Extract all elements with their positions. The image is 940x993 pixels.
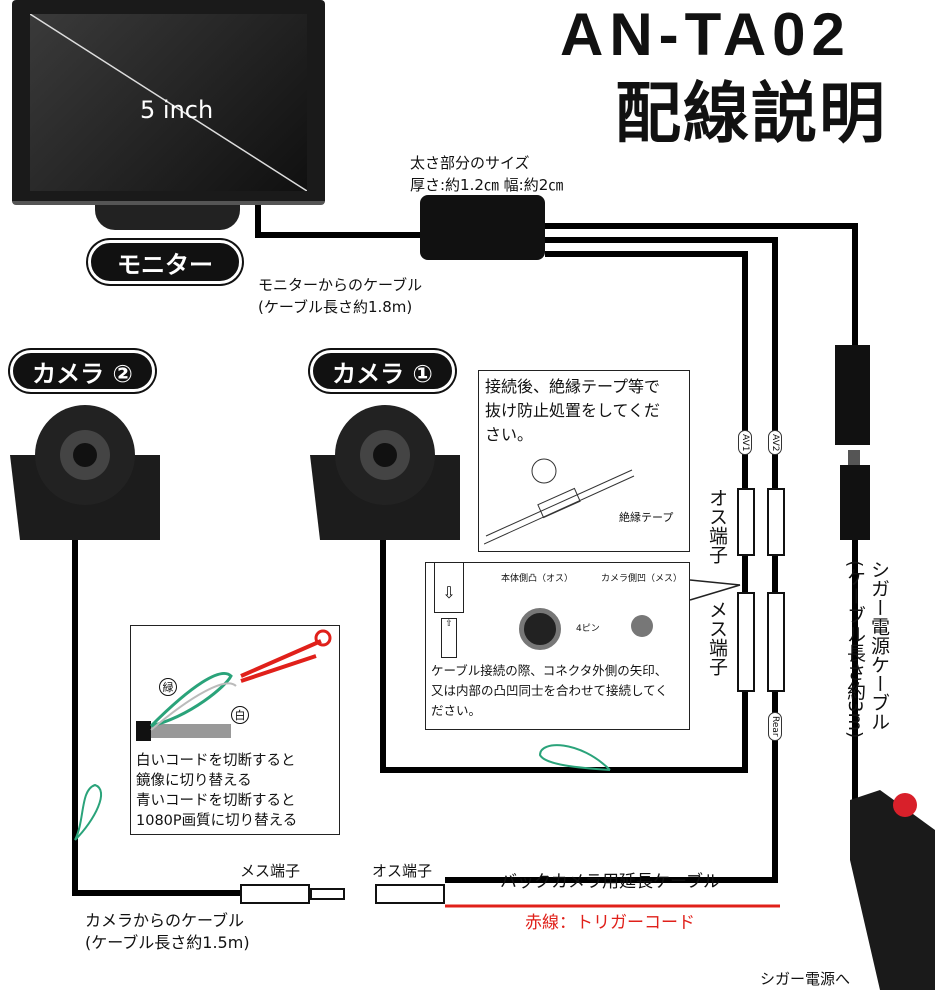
connector-note-line: ださい。 xyxy=(431,703,482,718)
rear-tag: Rear xyxy=(768,712,782,741)
pin-count: 4ピン xyxy=(576,624,600,634)
green-wire-label: 緑 xyxy=(159,678,177,696)
cut-note-line: 白いコードを切断すると xyxy=(136,753,296,769)
cigar-plug xyxy=(850,790,935,990)
male-terminal-label: オス端子 xyxy=(706,488,728,564)
green-loop-camera1 xyxy=(538,744,611,771)
junction-box xyxy=(420,195,545,260)
tape-label: 絶縁テープ xyxy=(619,511,674,524)
cut-note-line: 青いコードを切断すると xyxy=(136,793,296,809)
camera2-cable xyxy=(72,540,240,896)
callout-line xyxy=(689,579,741,586)
cigar-plug-button xyxy=(893,793,917,817)
av2-female-connector xyxy=(767,592,785,692)
male-side-label: 本体側凸（オス） xyxy=(501,574,574,584)
av2-tag: AV2 xyxy=(768,430,782,456)
connector-note-line: ケーブル接続の際、コネクタ外側の矢印、 xyxy=(431,663,668,678)
tape-note-line: さい。 xyxy=(485,425,534,444)
monitor-badge: モニター xyxy=(88,240,242,284)
camera1-badge: カメラ ① xyxy=(310,350,455,392)
male-connector-icon xyxy=(519,608,561,650)
junction-size: 厚さ:約1.2㎝ 幅:約2㎝ xyxy=(410,176,564,194)
extension-cable-label: バックカメラ用延長ケーブル xyxy=(500,872,720,892)
av1-wire xyxy=(380,251,748,773)
monitor-cable-label: モニターからのケーブル xyxy=(258,276,423,294)
bottom-male-connector xyxy=(375,884,445,904)
tape-note-line: 抜け防止処置をしてくだ xyxy=(485,401,661,420)
diagram-title: 配線説明 xyxy=(615,75,887,152)
camera2-image xyxy=(10,405,160,540)
camera2-badge: カメラ ② xyxy=(10,350,155,392)
bottom-female-label: メス端子 xyxy=(240,862,301,880)
camera-cable-label: カメラからのケーブル xyxy=(85,911,245,930)
screen-size-label: 5 inch xyxy=(140,96,214,124)
av1-male-connector xyxy=(737,488,755,556)
white-wire-label: 白 xyxy=(231,706,249,724)
camera-cable-length: (ケーブル長さ約1.5m) xyxy=(85,933,250,952)
green-loop-camera2 xyxy=(74,783,102,841)
cut-note-line: 鏡像に切り替える xyxy=(136,773,252,789)
av1-tag: AV1 xyxy=(738,430,752,456)
power-plug-female xyxy=(835,345,870,445)
junction-label: 太さ部分のサイズ xyxy=(410,154,530,172)
arrow-down-icon: ⇩ xyxy=(434,563,464,613)
monitor-stand xyxy=(95,205,240,230)
monitor-cable xyxy=(255,205,420,238)
arrow-up-icon: ⇧ xyxy=(441,618,457,658)
connector-note-line: 又は内部の凸凹同士を合わせて接続してく xyxy=(431,683,668,698)
tape-note-line: 接続後、絶縁テープ等で xyxy=(485,377,661,396)
av2-male-connector xyxy=(767,488,785,556)
camera1-image xyxy=(310,405,460,540)
av2-wire xyxy=(445,237,778,883)
monitor-screen: 5 inch xyxy=(30,14,307,191)
power-wire xyxy=(545,223,858,345)
bottom-male-label: オス端子 xyxy=(372,862,433,880)
monitor-image: 5 inch xyxy=(12,0,325,205)
cigar-socket-label: シガー電源へ xyxy=(760,970,851,988)
connector-note-box: ⇩ ⇧ 本体側凸（オス） カメラ側凹（メス） 4ピン ケーブル接続の際、コネクタ… xyxy=(425,562,690,730)
trigger-cord-label: 赤線：トリガーコード xyxy=(525,913,695,933)
model-title: AN-TA02 xyxy=(560,1,851,68)
av1-female-connector xyxy=(737,592,755,692)
power-cable-length: (ケーブル長さ約3m) xyxy=(844,560,866,739)
female-connector-icon xyxy=(631,615,653,637)
cut-note-box: 緑 白 白いコードを切断すると 鏡像に切り替える 青いコードを切断すると 108… xyxy=(130,625,340,835)
power-plug-male-tip xyxy=(848,450,860,465)
bottom-connector-tip xyxy=(310,888,345,900)
tape-note-box: 接続後、絶縁テープ等で 抜け防止処置をしてくだ さい。 絶縁テープ xyxy=(478,370,690,552)
bottom-female-connector xyxy=(240,884,310,904)
power-cable-label: シガー電源ケーブル xyxy=(868,560,890,731)
power-plug-male xyxy=(840,465,870,540)
cut-note-line: 1080P画質に切り替える xyxy=(136,813,298,829)
monitor-cable-length: (ケーブル長さ約1.8m) xyxy=(258,298,413,316)
tape-illustration xyxy=(484,458,635,545)
cut-illustration xyxy=(136,629,332,741)
female-side-label: カメラ側凹（メス） xyxy=(601,574,683,584)
female-terminal-label: メス端子 xyxy=(706,600,728,676)
